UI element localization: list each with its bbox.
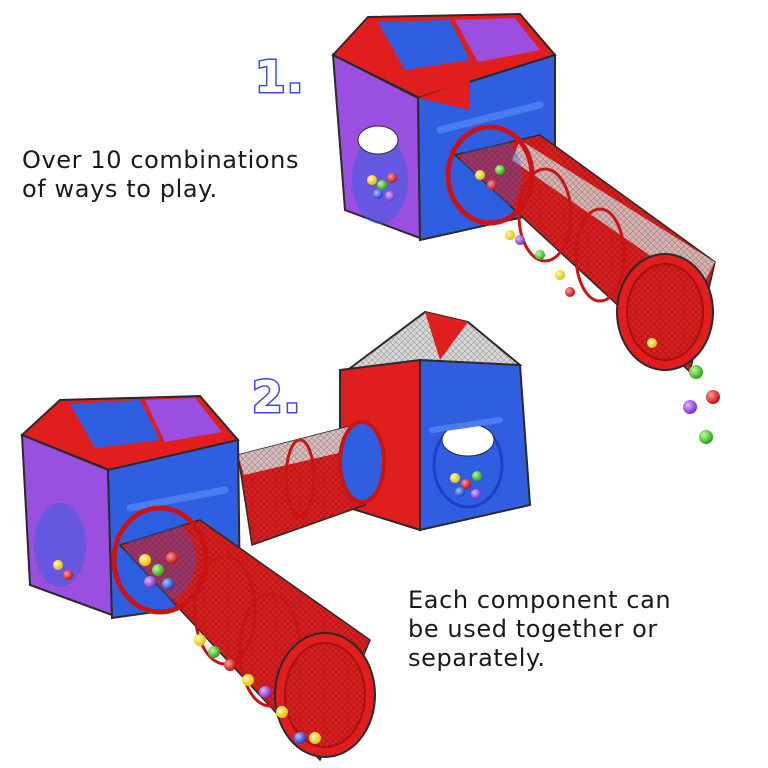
tent-cube-2 [20, 394, 242, 620]
caption-line: be used together or [408, 615, 658, 643]
caption-line: Each component can [408, 586, 672, 614]
caption-line: of ways to play. [22, 175, 218, 203]
caption-line: separately. [408, 644, 546, 672]
caption-combinations: Over 10 combinations of ways to play. [22, 146, 299, 204]
tent-pyramid [339, 310, 532, 532]
play-tunnel-3 [111, 505, 376, 762]
caption-line: Over 10 combinations [22, 146, 300, 174]
caption-components: Each component can be used together or s… [408, 586, 671, 673]
step-number-2: 2. [252, 372, 301, 423]
step-number-1: 1. [255, 52, 304, 103]
play-tunnel-1 [445, 124, 716, 374]
play-tunnel-2 [237, 420, 386, 547]
loose-balls [683, 365, 720, 444]
